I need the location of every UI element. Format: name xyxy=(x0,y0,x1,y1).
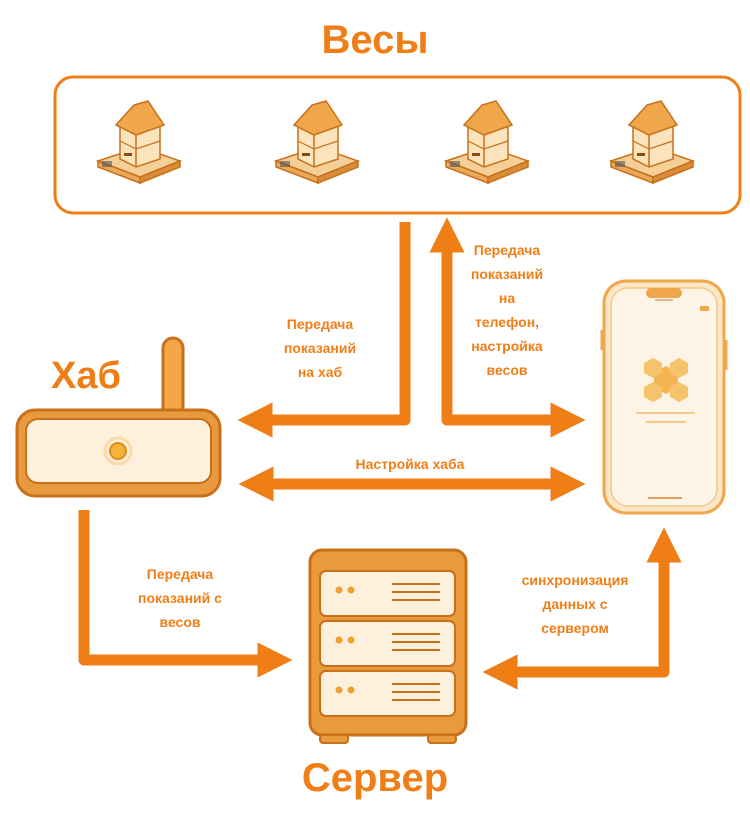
scales-container xyxy=(53,75,742,215)
honeycomb-icon xyxy=(644,358,688,402)
server-title: Сервер xyxy=(301,756,449,800)
label-to-phone: Передача показаний на телефон, настройка… xyxy=(470,242,544,378)
router-icon xyxy=(15,336,222,498)
arrow-scales-to-hub xyxy=(237,222,411,438)
arrow-server-phone-sync xyxy=(482,527,682,690)
arrow-hub-to-server xyxy=(78,510,293,678)
arrow-scales-to-phone xyxy=(429,217,586,438)
server-rack-icon xyxy=(308,548,468,744)
label-to-hub: Передача показаний на хаб xyxy=(283,316,357,380)
label-hub-setup: Настройка хаба xyxy=(355,456,465,472)
hub-title: Хаб xyxy=(51,355,121,397)
scales-title: Весы xyxy=(321,18,429,62)
smartphone-icon xyxy=(600,279,728,515)
label-from-scales: Передача показаний с весов xyxy=(138,566,222,630)
label-sync: синхронизация данных с сервером xyxy=(521,572,629,636)
